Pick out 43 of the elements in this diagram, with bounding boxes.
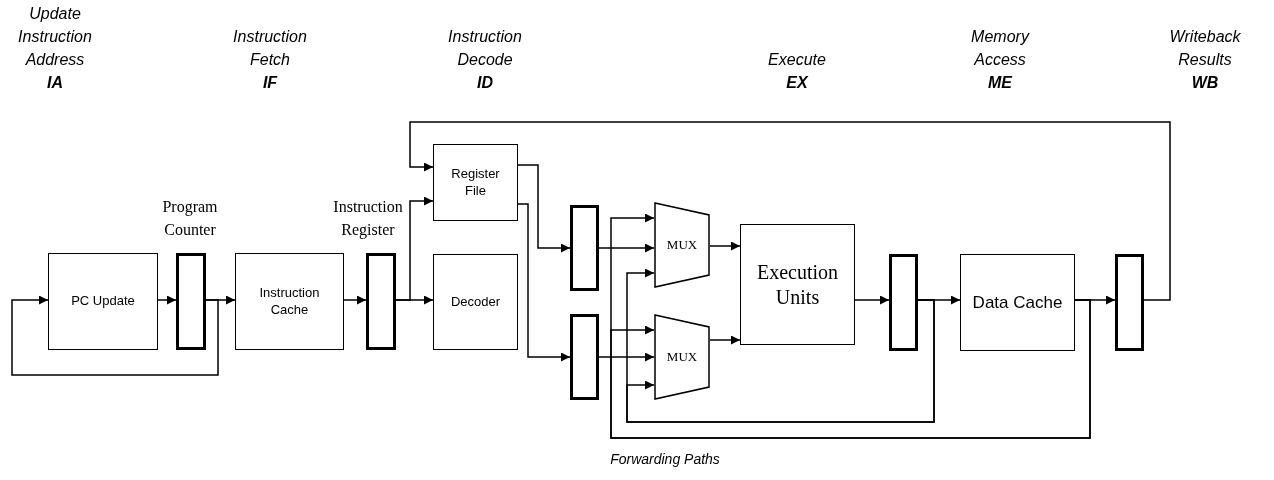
process-box: PC Update (48, 253, 158, 350)
stage-code: IF (262, 73, 278, 93)
mux-label: MUX (666, 349, 698, 365)
stage-code: EX (786, 73, 808, 93)
arrow (626, 299, 935, 423)
arrow (854, 295, 890, 305)
stage-code: ID (477, 73, 493, 93)
mux-label: MUX (666, 237, 698, 253)
process-box: Register File (433, 144, 518, 221)
arrow (598, 352, 655, 362)
stage-name: Instruction Fetch (232, 27, 308, 70)
stage-name: Update Instruction Address (17, 4, 93, 70)
arrow (409, 121, 1171, 301)
process-box: Data Cache (960, 254, 1075, 351)
arrow (517, 164, 571, 253)
arrow (395, 295, 434, 305)
stage-name: Memory Access (970, 27, 1031, 70)
arrow (11, 295, 219, 376)
pipeline-register-bar (570, 205, 599, 291)
arrow (157, 295, 177, 305)
process-box: Instruction Cache (235, 253, 344, 350)
register-label: Program Counter (161, 197, 219, 240)
stage-code: IA (47, 73, 63, 93)
pipeline-register-bar (889, 254, 918, 351)
stage-code: ME (988, 73, 1012, 93)
forwarding-caption: Forwarding Paths (609, 450, 721, 469)
process-box: Execution Units (740, 224, 855, 345)
arrow (598, 243, 655, 253)
arrow (343, 295, 367, 305)
stage-name: Writeback Results (1168, 27, 1242, 70)
pipeline-register-bar (366, 253, 396, 350)
arrow (709, 241, 741, 251)
process-box: Decoder (433, 254, 518, 350)
arrow (610, 299, 1091, 439)
arrow (709, 335, 741, 345)
stage-code: WB (1191, 73, 1219, 93)
stage-name: Instruction Decode (447, 27, 523, 70)
arrow (517, 203, 571, 362)
pipeline-register-bar (176, 253, 206, 350)
stage-name: Execute (767, 50, 827, 70)
pipeline-register-bar (1115, 254, 1144, 351)
register-label: Instruction Register (332, 197, 404, 241)
pipeline-register-bar (570, 314, 599, 400)
